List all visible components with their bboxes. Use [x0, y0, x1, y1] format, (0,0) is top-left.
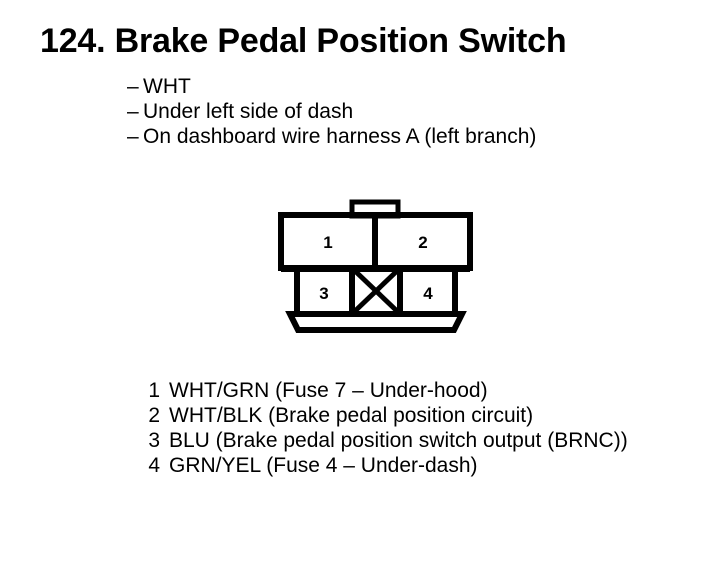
detail-text: On dashboard wire harness A (left branch…	[143, 125, 537, 148]
cavity-number-1: 1	[323, 233, 332, 252]
legend-pin-number: 1	[148, 379, 160, 402]
blank-cavity-x-icon	[352, 268, 400, 314]
legend-row: 1 WHT/GRN (Fuse 7 – Under-hood)	[136, 378, 628, 403]
legend-row: 3 BLU (Brake pedal position switch outpu…	[136, 428, 628, 453]
list-item: – Under left side of dash	[127, 99, 536, 124]
dash-bullet-icon: –	[127, 125, 139, 148]
dash-bullet-icon: –	[127, 100, 139, 123]
legend-pin-description: GRN/YEL (Fuse 4 – Under-dash)	[169, 454, 478, 477]
pin-legend: 1 WHT/GRN (Fuse 7 – Under-hood) 2 WHT/BL…	[136, 378, 628, 478]
detail-text: WHT	[143, 75, 191, 98]
list-item: – On dashboard wire harness A (left bran…	[127, 124, 536, 149]
dash-bullet-icon: –	[127, 75, 139, 98]
legend-pin-number: 2	[148, 404, 160, 427]
legend-row: 2 WHT/BLK (Brake pedal position circuit)	[136, 403, 628, 428]
cavity-number-4: 4	[423, 284, 433, 303]
page-title: 124. Brake Pedal Position Switch	[40, 22, 567, 60]
list-item: – WHT	[127, 74, 536, 99]
legend-pin-number: 3	[148, 429, 160, 452]
connector-upper-row	[278, 212, 473, 271]
detail-text: Under left side of dash	[143, 100, 354, 123]
legend-row: 4 GRN/YEL (Fuse 4 – Under-dash)	[136, 453, 628, 478]
detail-list: – WHT – Under left side of dash – On das…	[127, 74, 536, 149]
cavity-number-3: 3	[319, 284, 328, 303]
connector-foot	[285, 311, 467, 333]
connector-diagram: 1 2 3 4	[276, 198, 476, 334]
legend-pin-description: BLU (Brake pedal position switch output …	[169, 429, 628, 452]
legend-pin-description: WHT/BLK (Brake pedal position circuit)	[169, 404, 534, 427]
legend-pin-description: WHT/GRN (Fuse 7 – Under-hood)	[169, 379, 488, 402]
legend-pin-number: 4	[148, 454, 160, 477]
cavity-number-2: 2	[418, 233, 427, 252]
